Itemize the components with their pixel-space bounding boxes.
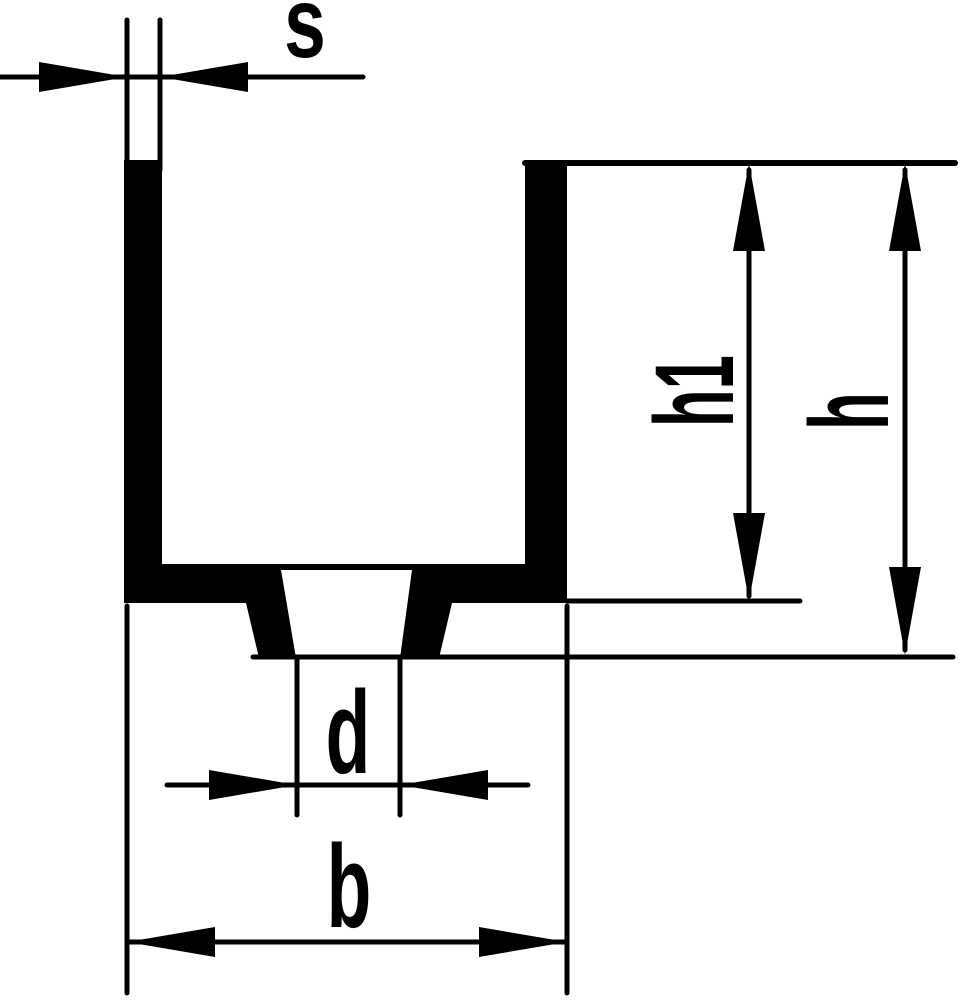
h1-arrow-up-icon [733, 163, 765, 251]
h-dimension-label: h [788, 392, 913, 430]
s-arrow-left-icon [39, 62, 127, 92]
d-dimension-label: d [326, 666, 371, 798]
dimension-h1: h1 [522, 160, 958, 604]
s-dimension-label: s [284, 0, 326, 78]
h-arrow-up-icon [889, 163, 921, 251]
h1-dimension-label: h1 [633, 355, 758, 427]
h1-arrow-down-icon [733, 513, 765, 601]
b-arrow-left-icon [127, 927, 215, 957]
d-arrow-left-icon [209, 770, 297, 800]
dimension-h: h [250, 163, 956, 660]
dimension-s: s [0, 0, 366, 173]
s-arrow-right-icon [160, 62, 248, 92]
d-arrow-right-icon [400, 770, 488, 800]
b-dimension-label: b [327, 820, 372, 952]
dimension-b: b [124, 603, 570, 996]
dimension-d: d [164, 657, 531, 818]
h-arrow-down-icon [889, 567, 921, 655]
b-arrow-right-icon [479, 927, 567, 957]
